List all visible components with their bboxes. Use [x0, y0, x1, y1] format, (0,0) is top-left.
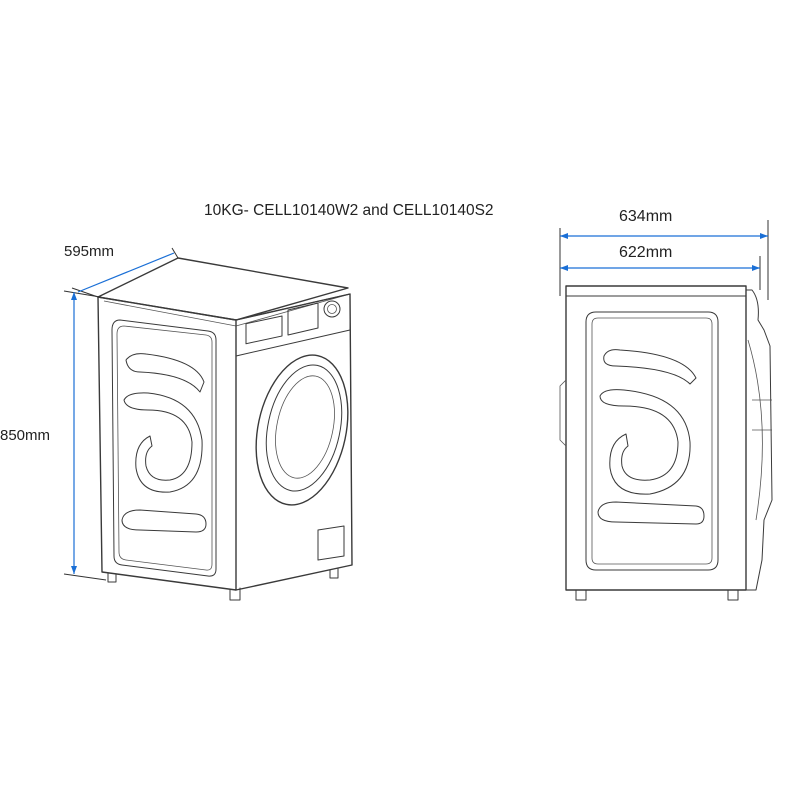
door-glass [275, 375, 335, 479]
top-panel [97, 257, 349, 321]
side-inset-frame-inner [116, 325, 213, 571]
depth-dimension-line [77, 252, 175, 293]
outer-width-arrow-right [760, 233, 768, 239]
side-emboss-bottom [121, 509, 207, 533]
side-view-inset-frame-inner [591, 317, 713, 565]
side-emboss-middle [123, 392, 203, 493]
side-view-emboss-bottom [597, 501, 705, 525]
side-foot-rear [575, 589, 587, 601]
rear-vent [559, 379, 567, 447]
height-extension-top [63, 290, 101, 298]
side-view-emboss-top [603, 349, 697, 385]
depth-label: 595mm [64, 243, 115, 260]
outer-width-label: 634mm [619, 208, 673, 225]
diagram-title: 10KG- CELL10140W2 and CELL10140S2 [204, 202, 494, 219]
program-dial-center [327, 304, 337, 314]
side-inset-frame [111, 319, 217, 577]
side-view-inset-frame [585, 311, 719, 571]
front-bulge [745, 289, 773, 591]
height-extension-bottom [63, 573, 107, 581]
front-panel [235, 293, 353, 591]
side-emboss-top [125, 353, 205, 393]
side-foot-front [727, 589, 739, 601]
height-label: 850mm [0, 427, 51, 444]
top-panel-edge [103, 293, 351, 327]
door-outer-ring [255, 354, 349, 506]
height-arrow-top [71, 292, 77, 300]
program-dial [323, 300, 341, 318]
door-inner-ring [265, 364, 343, 492]
depth-extension-right [171, 247, 179, 259]
display-screen [287, 302, 319, 336]
side-view-emboss-middle [599, 389, 691, 495]
outer-width-arrow-left [560, 233, 568, 239]
door-profile [747, 339, 763, 521]
height-arrow-bottom [71, 566, 77, 574]
body-width-label: 622mm [619, 244, 673, 261]
foot-back-left [107, 572, 117, 583]
side-view-body [565, 285, 747, 591]
body-width-arrow-left [560, 265, 568, 271]
detergent-drawer [245, 315, 283, 345]
body-width-arrow-right [752, 265, 760, 271]
perspective-view [63, 247, 353, 601]
side-view [559, 220, 773, 601]
control-panel [235, 293, 351, 357]
foot-front-left [229, 587, 241, 601]
foot-front-right [329, 567, 339, 579]
filter-hatch [317, 525, 345, 561]
